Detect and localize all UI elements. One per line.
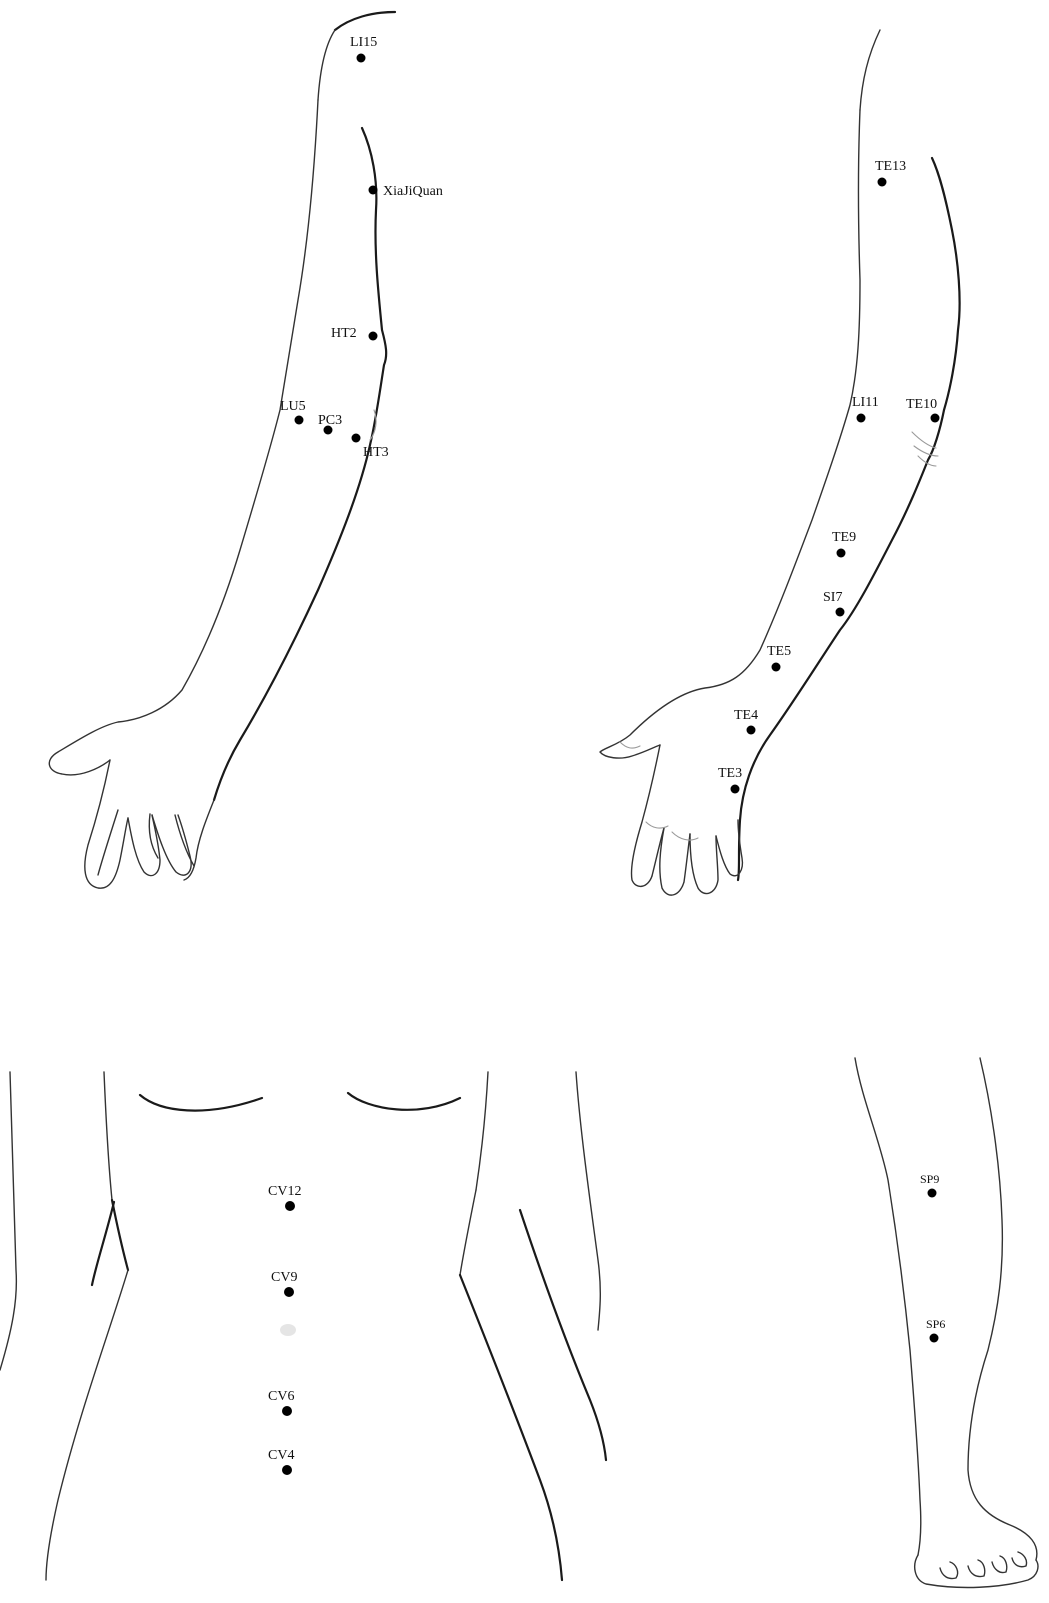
point-cv12-dot	[285, 1201, 295, 1211]
point-cv12: CV12	[268, 1184, 301, 1211]
point-xiajiquan-dot	[369, 186, 378, 195]
point-te10: TE10	[906, 397, 940, 423]
point-te4-dot	[747, 726, 756, 735]
point-sp9: SP9	[920, 1172, 939, 1198]
point-sp9-dot	[928, 1189, 937, 1198]
point-ht3-dot	[352, 434, 361, 443]
point-li15: LI15	[350, 35, 377, 63]
lower-leg-points: SP9 SP6	[920, 1172, 945, 1343]
arm-anterior-panel: LI15 XiaJiQuan HT2 LU5 PC3 HT3	[49, 12, 443, 888]
point-xiajiquan: XiaJiQuan	[369, 184, 443, 199]
lower-leg-outline	[855, 1058, 1038, 1587]
point-te10-dot	[931, 414, 940, 423]
point-te10-label: TE10	[906, 397, 937, 412]
point-li11-label: LI11	[852, 395, 879, 410]
arm-anterior-outline	[49, 12, 395, 888]
point-cv6-label: CV6	[268, 1389, 294, 1404]
point-ht3-label: HT3	[363, 445, 389, 460]
point-lu5-label: LU5	[280, 399, 306, 414]
point-te13-dot	[878, 178, 887, 187]
point-te13: TE13	[875, 159, 906, 187]
point-pc3-label: PC3	[318, 413, 342, 428]
point-cv4: CV4	[268, 1448, 294, 1475]
abdomen-panel: CV12 CV9 CV6 CV4	[0, 1072, 606, 1580]
point-si7-dot	[836, 608, 845, 617]
point-cv9-dot	[284, 1287, 294, 1297]
point-sp6-label: SP6	[926, 1317, 945, 1331]
point-sp9-label: SP9	[920, 1172, 939, 1186]
arm-anterior-points: LI15 XiaJiQuan HT2 LU5 PC3 HT3	[280, 35, 443, 460]
point-te9-dot	[837, 549, 846, 558]
point-sp6: SP6	[926, 1317, 945, 1343]
point-te4: TE4	[734, 708, 758, 735]
point-te5-label: TE5	[767, 644, 791, 659]
point-ht2-label: HT2	[331, 326, 357, 341]
point-cv4-dot	[282, 1465, 292, 1475]
point-cv12-label: CV12	[268, 1184, 301, 1199]
point-si7-label: SI7	[823, 590, 842, 605]
point-sp6-dot	[930, 1334, 939, 1343]
point-xiajiquan-label: XiaJiQuan	[383, 184, 443, 199]
point-te3: TE3	[718, 766, 742, 794]
point-te13-label: TE13	[875, 159, 906, 174]
point-lu5-dot	[295, 416, 304, 425]
point-te3-label: TE3	[718, 766, 742, 781]
point-ht2: HT2	[331, 326, 378, 341]
point-cv9: CV9	[271, 1270, 297, 1297]
point-cv4-label: CV4	[268, 1448, 294, 1463]
point-cv6-dot	[282, 1406, 292, 1416]
point-li11: LI11	[852, 395, 879, 423]
point-cv6: CV6	[268, 1389, 294, 1416]
point-te5: TE5	[767, 644, 791, 672]
point-ht2-dot	[369, 332, 378, 341]
arm-posterior-panel: TE13 LI11 TE10 TE9 SI7 TE5	[600, 30, 960, 895]
navel-mark	[280, 1324, 296, 1336]
point-lu5: LU5	[280, 399, 306, 425]
point-cv9-label: CV9	[271, 1270, 297, 1285]
point-te9-label: TE9	[832, 530, 856, 545]
point-ht3: HT3	[352, 434, 389, 461]
point-te3-dot	[731, 785, 740, 794]
lower-leg-panel: SP9 SP6	[855, 1058, 1038, 1587]
point-li11-dot	[857, 414, 866, 423]
point-pc3: PC3	[318, 413, 342, 435]
point-li15-label: LI15	[350, 35, 377, 50]
point-te5-dot	[772, 663, 781, 672]
point-si7: SI7	[823, 590, 845, 617]
point-li15-dot	[357, 54, 366, 63]
arm-posterior-points: TE13 LI11 TE10 TE9 SI7 TE5	[718, 159, 940, 794]
abdomen-outline	[0, 1072, 606, 1580]
point-te4-label: TE4	[734, 708, 758, 723]
point-te9: TE9	[832, 530, 856, 558]
